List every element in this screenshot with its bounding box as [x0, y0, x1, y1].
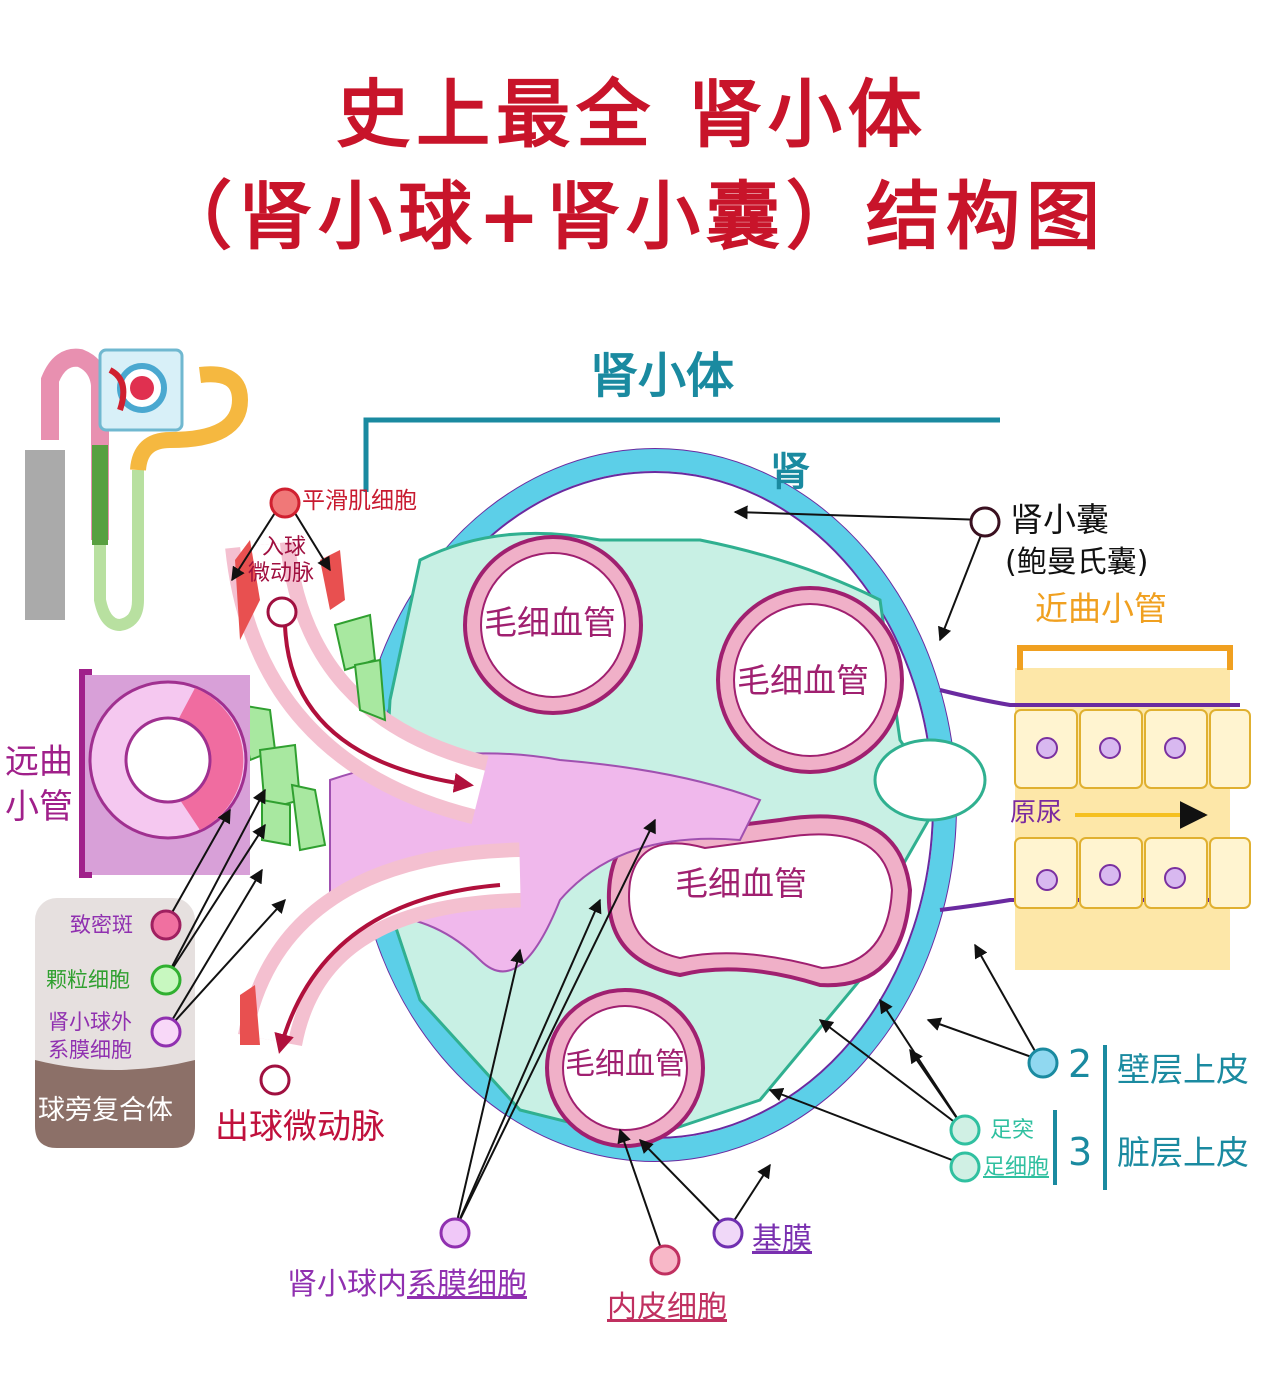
- capillaries: [463, 535, 913, 1148]
- visceral-number: 3: [1068, 1130, 1093, 1174]
- granular-cells: [238, 613, 387, 852]
- extraglomerular-mesangial-label-2: 系膜细胞: [48, 1038, 132, 1062]
- layer-brackets: [1053, 1045, 1107, 1190]
- title-line-1: 史上最全 肾小体: [336, 72, 928, 158]
- pointer-arrows: [164, 504, 1041, 1261]
- distal-tubule-label-2: 小管: [5, 787, 73, 827]
- distal-tubule: [79, 669, 250, 878]
- capillary-label-4: 毛细血管: [565, 1047, 685, 1082]
- extraglomerular-mesangial-label-1: 肾小球外: [48, 1010, 132, 1034]
- parietal-label: 壁层上皮: [1117, 1050, 1249, 1089]
- proximal-tubule-label: 近曲小管: [1035, 589, 1167, 628]
- title-line-2: （肾小球+肾小囊）结构图: [157, 174, 1106, 260]
- mesangial-prefix: 肾小球内: [287, 1267, 407, 1302]
- capillary-label-3: 毛细血管: [675, 864, 807, 903]
- nephron-icon: [25, 348, 249, 632]
- corpuscle-label: 肾小体: [590, 348, 735, 404]
- distal-tubule-label-1: 远曲: [5, 742, 73, 782]
- jga-box: [35, 898, 195, 1148]
- smooth-muscle-label: 平滑肌细胞: [302, 488, 417, 514]
- capsule-label-1: 肾小囊: [1010, 500, 1109, 539]
- proximal-tubule: [939, 645, 1251, 970]
- afferent-label-2: 微动脉: [248, 561, 315, 586]
- capsule-label-2: (鲍曼氏囊): [1005, 545, 1149, 580]
- foot-process-label: 足突: [990, 1118, 1035, 1143]
- parietal-number: 2: [1068, 1042, 1093, 1086]
- arterioles: [225, 540, 521, 1054]
- corpuscle-bracket: [363, 417, 1000, 492]
- efferent-label: 出球微动脉: [215, 1107, 385, 1147]
- visceral-label: 脏层上皮: [1117, 1133, 1249, 1172]
- granular-cell-label: 颗粒细胞: [46, 968, 130, 992]
- podocyte-label: 足细胞: [983, 1155, 1050, 1180]
- afferent-label-1: 入球: [262, 535, 307, 560]
- capillary-label-1: 毛细血管: [484, 603, 616, 642]
- primary-urine-label: 原尿: [1010, 798, 1063, 828]
- partial-label: 肾: [770, 449, 810, 495]
- capillary-label-2: 毛细血管: [737, 661, 869, 700]
- marker-circles: [150, 487, 1059, 1276]
- mesangial-suffix: 系膜细胞: [407, 1267, 527, 1302]
- macula-densa-label: 致密斑: [70, 913, 133, 937]
- jga-title: 球旁复合体: [38, 1095, 173, 1126]
- endothelial-label: 内皮细胞: [607, 1290, 727, 1325]
- mesangial-label: 肾小球内系膜细胞: [287, 1270, 527, 1300]
- basement-label: 基膜: [752, 1222, 812, 1257]
